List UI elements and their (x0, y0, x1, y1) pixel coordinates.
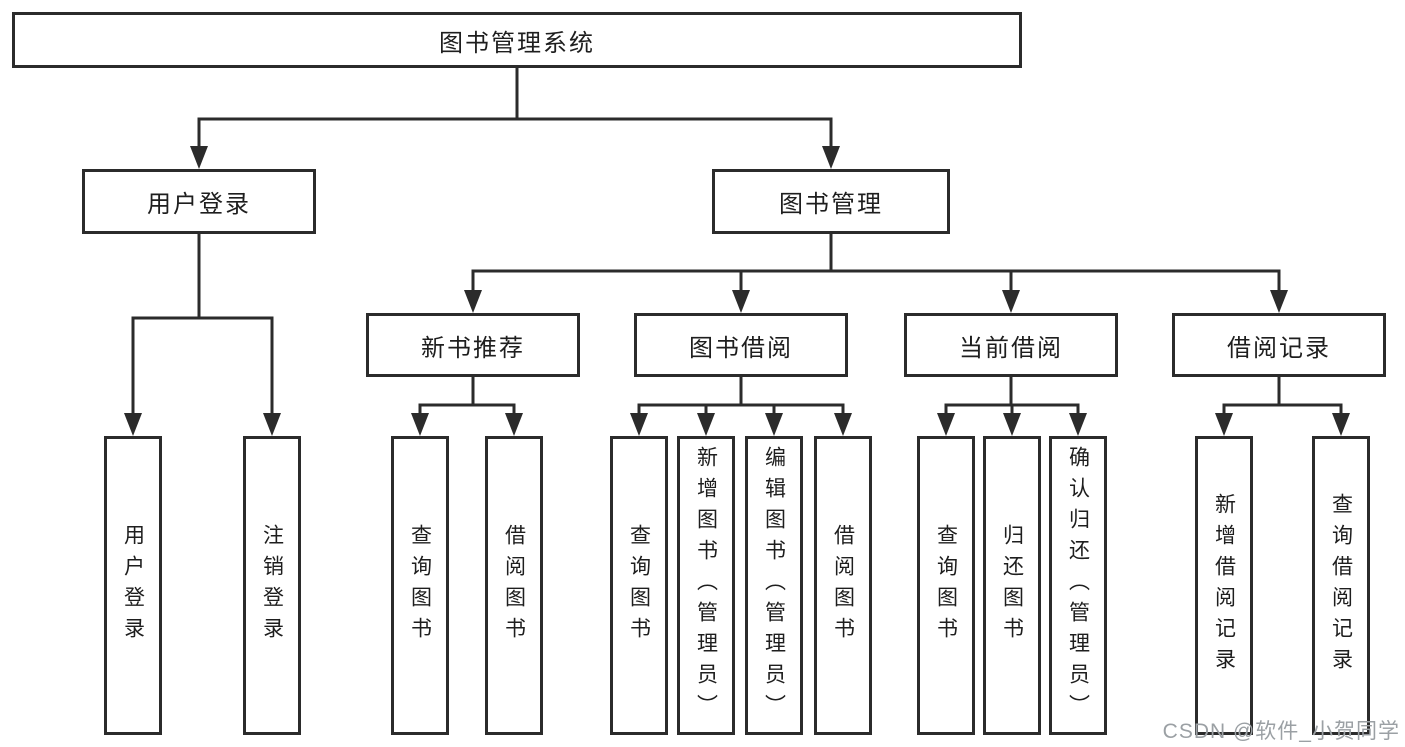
node-current-borrowing-label: 当前借阅 (959, 334, 1063, 362)
leaf-confirm-return-admin: 确认归还（管理员） (1049, 436, 1107, 735)
leaf-return-book: 归还图书 (983, 436, 1041, 735)
leaf-borrow-books-recommend: 借阅图书 (485, 436, 543, 735)
leaf-query-books-borrowing-label: 查询图书 (627, 523, 651, 648)
leaf-return-book-label: 归还图书 (1000, 523, 1024, 648)
node-new-book-recommendation: 新书推荐 (366, 313, 580, 377)
leaf-confirm-return-admin-label: 确认归还（管理员） (1066, 446, 1090, 725)
node-book-management: 图书管理 (712, 169, 950, 234)
leaf-borrow-books-borrowing: 借阅图书 (814, 436, 872, 735)
leaf-query-books-recommend-label: 查询图书 (408, 523, 432, 648)
leaf-add-borrow-record: 新增借阅记录 (1195, 436, 1253, 735)
leaf-add-borrow-record-label: 新增借阅记录 (1212, 492, 1236, 679)
watermark: CSDN @软件_小贺同学 (1162, 720, 1400, 743)
node-root: 图书管理系统 (12, 12, 1022, 68)
leaf-query-borrow-record: 查询借阅记录 (1312, 436, 1370, 735)
node-borrowing-records: 借阅记录 (1172, 313, 1386, 377)
leaf-query-books-recommend: 查询图书 (391, 436, 449, 735)
node-borrowing-records-label: 借阅记录 (1227, 334, 1331, 362)
node-book-management-label: 图书管理 (779, 191, 883, 218)
node-current-borrowing: 当前借阅 (904, 313, 1118, 377)
leaf-borrow-books-borrowing-label: 借阅图书 (831, 523, 855, 648)
leaf-query-borrow-record-label: 查询借阅记录 (1329, 492, 1353, 679)
node-book-borrowing-label: 图书借阅 (689, 334, 793, 362)
leaf-query-books-current-label: 查询图书 (934, 523, 958, 648)
leaf-logout-label: 注销登录 (260, 523, 284, 648)
tree-edges (131, 66, 1343, 420)
leaf-user-login: 用户登录 (104, 436, 162, 735)
leaf-edit-book-admin-label: 编辑图书（管理员） (762, 446, 786, 725)
leaf-add-book-admin: 新增图书（管理员） (677, 436, 735, 735)
leaf-logout: 注销登录 (243, 436, 301, 735)
node-user-login-label: 用户登录 (147, 191, 251, 218)
node-root-label: 图书管理系统 (439, 29, 595, 57)
leaf-query-books-current: 查询图书 (917, 436, 975, 735)
leaf-user-login-label: 用户登录 (121, 523, 145, 648)
leaf-edit-book-admin: 编辑图书（管理员） (745, 436, 803, 735)
leaf-add-book-admin-label: 新增图书（管理员） (694, 446, 718, 725)
leaf-query-books-borrowing: 查询图书 (610, 436, 668, 735)
node-new-book-recommendation-label: 新书推荐 (421, 334, 525, 362)
leaf-borrow-books-recommend-label: 借阅图书 (502, 523, 526, 648)
node-book-borrowing: 图书借阅 (634, 313, 848, 377)
node-user-login: 用户登录 (82, 169, 316, 234)
